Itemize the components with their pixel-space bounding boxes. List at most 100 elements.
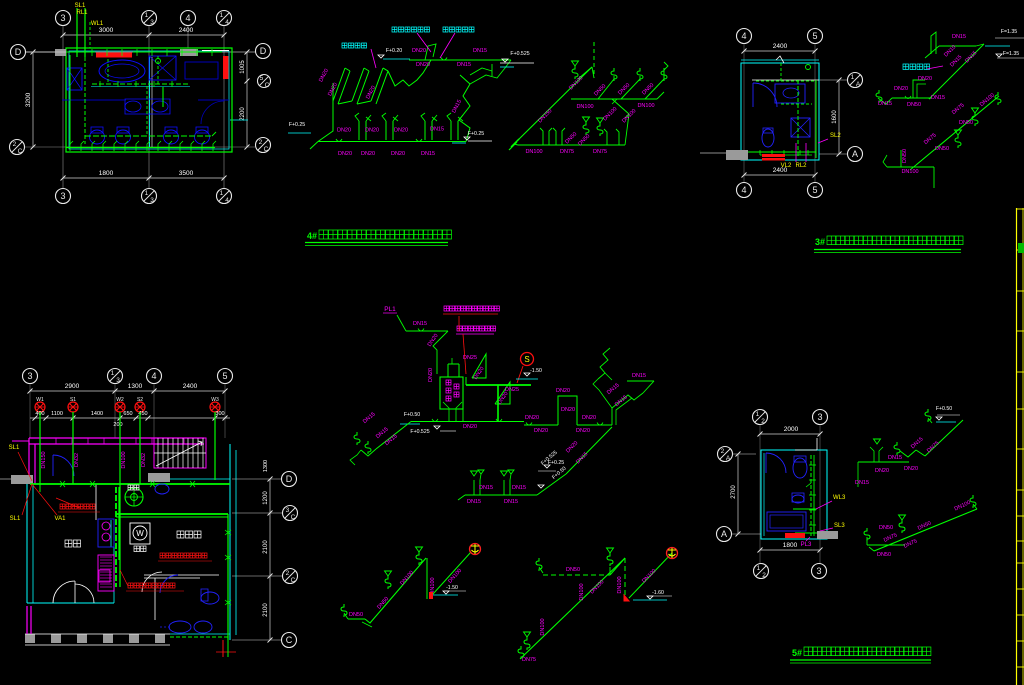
svg-text:300: 300 xyxy=(215,411,224,417)
svg-text:DN20: DN20 xyxy=(318,68,330,83)
svg-text:W2: W2 xyxy=(116,397,124,403)
svg-text:2: 2 xyxy=(721,448,725,455)
svg-text:F=1.35: F=1.35 xyxy=(1003,51,1019,57)
svg-text:C: C xyxy=(291,514,296,521)
svg-text:2: 2 xyxy=(762,572,766,579)
svg-text:DN20: DN20 xyxy=(556,388,570,394)
svg-text:DN32: DN32 xyxy=(74,453,80,467)
svg-text:2100: 2100 xyxy=(263,603,269,617)
svg-text:WL1: WL1 xyxy=(91,21,104,27)
svg-text:DN15: DN15 xyxy=(952,34,966,40)
svg-text:1600: 1600 xyxy=(832,110,838,124)
svg-text:DN75: DN75 xyxy=(560,149,574,155)
svg-text:3000: 3000 xyxy=(99,27,114,34)
svg-text:DN100: DN100 xyxy=(430,577,436,594)
svg-text:3500: 3500 xyxy=(179,170,194,177)
svg-text:F+0.25: F+0.25 xyxy=(548,460,564,466)
svg-text:F+0.525: F+0.525 xyxy=(510,51,529,57)
svg-text:F+0.50: F+0.50 xyxy=(404,412,420,418)
svg-text:DN15: DN15 xyxy=(430,127,444,133)
svg-text:DN20: DN20 xyxy=(365,85,377,100)
svg-text:1300: 1300 xyxy=(263,460,269,472)
svg-text:DN75: DN75 xyxy=(593,149,607,155)
svg-text:A: A xyxy=(721,529,727,539)
svg-text:3: 3 xyxy=(116,377,120,384)
svg-text:DN15: DN15 xyxy=(931,95,945,101)
svg-text:DN20: DN20 xyxy=(361,151,375,157)
svg-text:5: 5 xyxy=(260,75,264,82)
svg-text:DN100: DN100 xyxy=(579,583,585,600)
svg-text:2400: 2400 xyxy=(773,43,788,50)
svg-text:1300: 1300 xyxy=(128,383,143,390)
svg-text:DN15: DN15 xyxy=(467,499,481,505)
svg-text:DN20: DN20 xyxy=(525,415,539,421)
svg-text:DN50: DN50 xyxy=(917,520,932,531)
svg-text:D: D xyxy=(286,474,293,484)
svg-text:SL2: SL2 xyxy=(830,133,841,139)
svg-text:DN15: DN15 xyxy=(855,480,869,486)
svg-text:DN100: DN100 xyxy=(525,149,542,155)
svg-text:DN20: DN20 xyxy=(365,128,379,134)
svg-text:2400: 2400 xyxy=(183,383,198,390)
svg-text:W3: W3 xyxy=(211,397,219,403)
svg-text:F+0.50: F+0.50 xyxy=(936,406,952,412)
svg-text:F+0.525: F+0.525 xyxy=(410,429,429,435)
svg-text:3200: 3200 xyxy=(25,92,32,107)
svg-text:5: 5 xyxy=(812,31,817,41)
svg-text:PL1: PL1 xyxy=(384,306,396,313)
svg-text:WL3: WL3 xyxy=(833,495,846,501)
svg-text:2: 2 xyxy=(259,139,263,146)
svg-text:3: 3 xyxy=(150,197,154,204)
svg-text:DN20: DN20 xyxy=(918,76,932,82)
svg-text:2100: 2100 xyxy=(263,540,269,554)
svg-text:A: A xyxy=(852,149,858,159)
svg-text:2: 2 xyxy=(13,141,17,148)
svg-text:DN50: DN50 xyxy=(566,567,580,573)
svg-text:DN50: DN50 xyxy=(902,149,908,163)
svg-text:F+0.25: F+0.25 xyxy=(468,131,484,137)
svg-text:200: 200 xyxy=(113,422,122,428)
svg-text:DN100: DN100 xyxy=(121,451,127,468)
svg-text:A: A xyxy=(856,81,861,88)
svg-text:DN75: DN75 xyxy=(883,532,898,543)
svg-text:DN50: DN50 xyxy=(877,552,891,558)
svg-text:3#: 3# xyxy=(815,237,825,247)
svg-text:1: 1 xyxy=(756,411,760,418)
svg-text:2: 2 xyxy=(286,570,290,577)
svg-text:F=1.35: F=1.35 xyxy=(1001,29,1017,35)
svg-text:5: 5 xyxy=(222,371,227,381)
svg-text:C: C xyxy=(18,148,23,155)
svg-text:DN20: DN20 xyxy=(904,466,918,472)
svg-text:3: 3 xyxy=(150,19,154,26)
svg-text:DN15: DN15 xyxy=(479,485,493,491)
svg-text:S: S xyxy=(524,355,529,364)
svg-text:DN25: DN25 xyxy=(463,355,477,361)
svg-text:1: 1 xyxy=(111,370,115,377)
svg-text:DN15: DN15 xyxy=(413,321,427,327)
svg-text:4: 4 xyxy=(225,19,229,26)
svg-text:1: 1 xyxy=(145,190,149,197)
svg-text:C: C xyxy=(286,635,293,645)
svg-text:1: 1 xyxy=(220,190,224,197)
svg-text:DN50: DN50 xyxy=(907,102,921,108)
svg-text:DN15: DN15 xyxy=(451,99,463,114)
svg-text:DN32: DN32 xyxy=(141,453,147,467)
svg-text:2400: 2400 xyxy=(179,27,194,34)
svg-text:-1.50: -1.50 xyxy=(530,368,542,374)
svg-text:4: 4 xyxy=(151,371,156,381)
svg-text:D: D xyxy=(15,47,22,57)
svg-text:DN20: DN20 xyxy=(394,128,408,134)
svg-text:F+0.20: F+0.20 xyxy=(386,48,402,54)
svg-text:1800: 1800 xyxy=(783,542,798,549)
svg-text:1200: 1200 xyxy=(263,491,269,505)
svg-text:SL1: SL1 xyxy=(75,3,86,9)
svg-text:DN100: DN100 xyxy=(901,169,918,175)
svg-text:5: 5 xyxy=(812,185,817,195)
svg-text:2200: 2200 xyxy=(240,107,246,121)
svg-text:D: D xyxy=(260,46,267,56)
svg-text:DN100: DN100 xyxy=(540,618,546,635)
svg-text:4#: 4# xyxy=(307,231,317,241)
svg-text:2000: 2000 xyxy=(784,426,799,433)
svg-text:3: 3 xyxy=(27,371,32,381)
svg-text:1: 1 xyxy=(851,74,855,81)
